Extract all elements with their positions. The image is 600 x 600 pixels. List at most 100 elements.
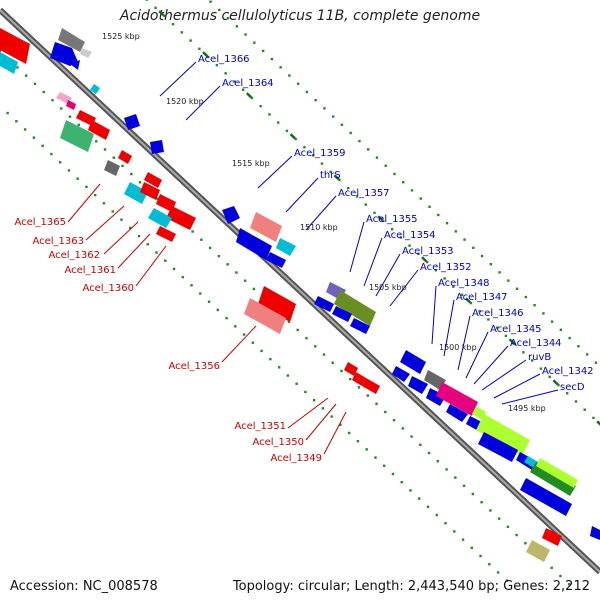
gene-feature[interactable] <box>76 110 96 126</box>
gene-label[interactable]: Acel_1357 <box>305 188 390 231</box>
gene-feature[interactable] <box>88 120 110 140</box>
gene-feature[interactable] <box>530 462 576 496</box>
gene-label[interactable]: Acel_1342 <box>493 366 594 399</box>
accession-text: Accession: NC_008578 <box>10 579 158 594</box>
gene-label[interactable]: Acel_1345 <box>465 324 542 379</box>
guide-dot <box>233 80 236 83</box>
gene-feature[interactable] <box>526 540 550 562</box>
guide-dot <box>16 66 19 69</box>
gene-label[interactable]: Acel_1365 <box>14 183 101 228</box>
gene-feature[interactable] <box>236 228 272 260</box>
guide-dot <box>392 418 396 422</box>
gene-feature[interactable] <box>424 370 446 390</box>
gene-feature[interactable] <box>80 48 92 58</box>
gene-feature[interactable] <box>334 290 376 326</box>
gene-feature[interactable] <box>0 28 30 64</box>
gene-label[interactable]: Acel_1354 <box>363 230 436 287</box>
gene-label[interactable]: Acel_1347 <box>443 292 508 357</box>
guide-dot <box>489 263 493 266</box>
gene-label[interactable]: Acel_1348 <box>431 278 490 345</box>
tick-labels: 1525 kbp 1520 kbp 1515 kbp 1510 kbp 1505… <box>102 32 546 413</box>
gene-feature[interactable] <box>124 182 148 204</box>
guide-dot <box>367 148 370 151</box>
gene-label[interactable]: thrS <box>285 170 341 213</box>
gene-feature[interactable] <box>150 140 164 154</box>
gene-label[interactable]: Acel_1366 <box>159 54 250 97</box>
gene-label[interactable]: ruvB <box>481 352 551 391</box>
gene-feature[interactable] <box>446 404 468 422</box>
gene-feature[interactable] <box>60 120 94 152</box>
svg-text:Acel_1349: Acel_1349 <box>270 453 322 464</box>
gene-feature[interactable] <box>332 306 352 322</box>
gene-label[interactable]: Acel_1360 <box>82 245 167 294</box>
gene-feature[interactable] <box>590 526 600 540</box>
gene-feature[interactable] <box>70 60 80 70</box>
gene-feature[interactable] <box>478 432 518 462</box>
gene-feature[interactable] <box>166 206 196 230</box>
gene-feature[interactable] <box>156 226 176 242</box>
gene-label[interactable]: Acel_1359 <box>257 148 346 189</box>
gene-feature[interactable] <box>118 150 132 164</box>
gene-feature[interactable] <box>104 160 120 176</box>
gene-feature[interactable] <box>350 318 370 334</box>
gene-feature[interactable] <box>344 362 358 376</box>
guide-dot <box>533 304 536 307</box>
gene-label[interactable]: Acel_1344 <box>473 338 562 385</box>
gene-label[interactable]: Acel_1355 <box>349 214 418 273</box>
gene-feature[interactable] <box>542 528 562 546</box>
guide-dot <box>504 334 508 338</box>
gene-feature[interactable] <box>90 84 100 94</box>
gene-feature[interactable] <box>140 182 160 200</box>
guide-dot <box>340 123 344 126</box>
gene-feature[interactable] <box>276 238 296 256</box>
guide-dot <box>384 410 387 414</box>
gene-feature[interactable] <box>266 252 286 268</box>
gene-label[interactable]: Acel_1350 <box>252 403 337 448</box>
gene-feature[interactable] <box>400 350 426 374</box>
gene-feature[interactable] <box>124 114 140 130</box>
guide-dot <box>496 571 500 574</box>
gene-label[interactable]: Acel_1349 <box>270 411 347 464</box>
gene-label[interactable]: secD <box>501 382 585 405</box>
guide-dot <box>102 202 106 205</box>
gene-label[interactable]: Acel_1362 <box>48 221 139 261</box>
gene-feature[interactable] <box>50 42 78 66</box>
gene-feature[interactable] <box>66 100 76 110</box>
gene-label[interactable]: Acel_1364 <box>185 78 274 121</box>
gene-feature[interactable] <box>250 212 282 242</box>
guide-dot <box>15 120 18 123</box>
gene-feature[interactable] <box>352 372 366 386</box>
gene-label[interactable]: Acel_1356 <box>168 325 257 372</box>
gene-feature[interactable] <box>472 406 486 420</box>
gene-label[interactable]: Acel_1353 <box>375 246 454 297</box>
guide-dot <box>305 336 308 340</box>
gene-feature[interactable] <box>58 28 85 52</box>
svg-text:Acel_1354: Acel_1354 <box>384 230 436 241</box>
gene-label[interactable]: Acel_1352 <box>389 262 472 307</box>
gene-feature[interactable] <box>144 172 162 188</box>
guide-dot <box>507 279 510 282</box>
gene-feature[interactable] <box>0 52 18 74</box>
gene-feature[interactable] <box>520 478 572 516</box>
gene-feature[interactable] <box>156 194 176 212</box>
gene-feature[interactable] <box>426 388 446 406</box>
guide-dot <box>338 178 341 182</box>
gene-feature[interactable] <box>536 458 578 488</box>
guide-dot <box>375 402 378 405</box>
gene-feature[interactable] <box>408 376 428 394</box>
gene-feature[interactable] <box>222 206 240 224</box>
gene-feature[interactable] <box>258 286 296 322</box>
gene-label[interactable]: Acel_1363 <box>32 205 125 247</box>
gene-feature[interactable] <box>244 298 286 334</box>
gene-feature[interactable] <box>476 414 530 456</box>
gene-label[interactable]: Acel_1351 <box>234 397 329 432</box>
guide-dot <box>460 293 464 297</box>
guide-dot <box>154 6 157 9</box>
gene-feature[interactable] <box>392 366 410 382</box>
gene-label[interactable]: Acel_1361 <box>64 233 151 276</box>
gene-feature[interactable] <box>436 382 478 416</box>
gene-feature[interactable] <box>148 208 172 228</box>
gene-feature[interactable] <box>314 296 334 312</box>
gene-feature[interactable] <box>362 378 380 394</box>
gene-label[interactable]: Acel_1346 <box>457 308 524 371</box>
